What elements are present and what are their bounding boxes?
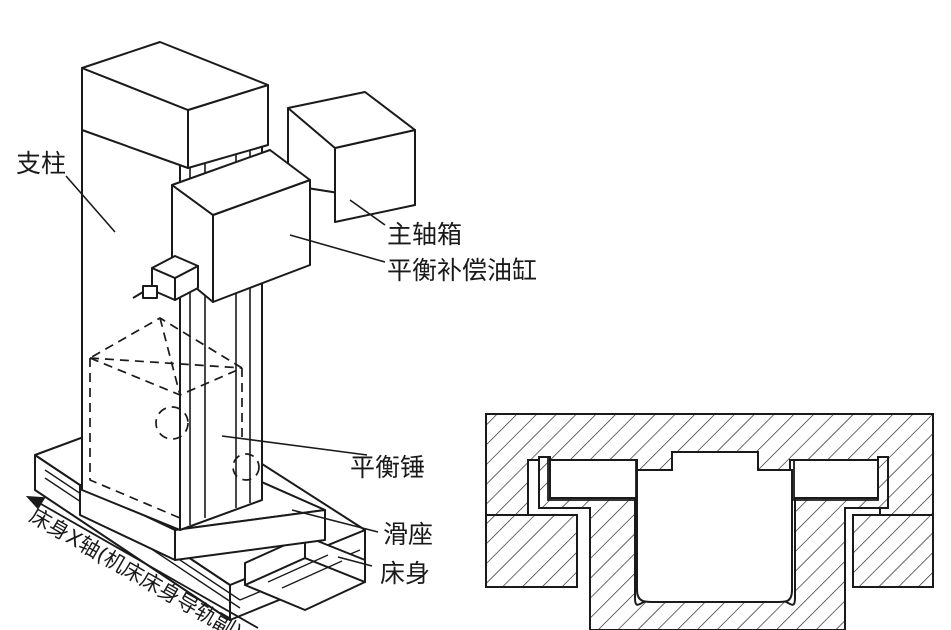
label-spindle-box: 主轴箱 — [387, 220, 462, 249]
guide-cross-section — [485, 413, 934, 630]
label-bed: 床身 — [380, 559, 430, 588]
leader-lines — [65, 175, 386, 567]
label-counterweight: 平衡锤 — [350, 453, 425, 482]
inner-cavity — [636, 451, 793, 603]
clamp-right — [852, 514, 934, 588]
counterweight-hidden — [89, 285, 263, 519]
balance-cylinder-box — [287, 91, 416, 223]
label-balance-cylinder: 平衡补偿油缸 — [387, 256, 537, 285]
label-column: 支柱 — [16, 149, 66, 178]
bed-guide-rail — [244, 535, 366, 611]
machine-drawing — [34, 41, 416, 621]
bed-axis-arrow — [25, 495, 259, 629]
clamp-left — [485, 514, 578, 588]
spindle-motor — [132, 255, 199, 301]
label-slide-seat: 滑座 — [383, 520, 433, 549]
column-top-cap — [81, 41, 269, 169]
